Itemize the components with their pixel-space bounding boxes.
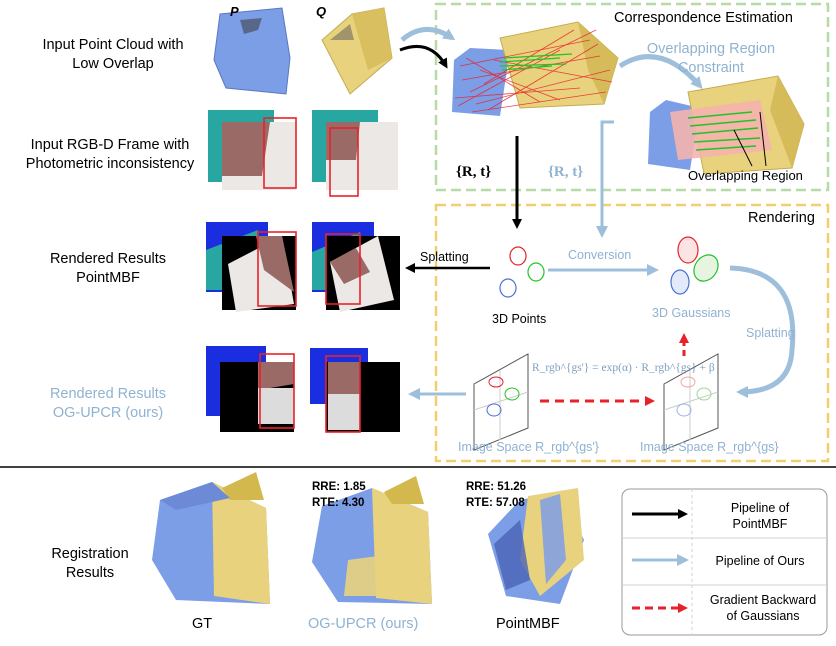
- pose-label-blue: {R, t}: [548, 164, 584, 180]
- correspondence-scene: [452, 21, 619, 116]
- label-input-rgbd: Input RGB-D Frame with Photometric incon…: [10, 136, 210, 174]
- image-space-left-label: Image Space R_rgb^{gs'}: [458, 440, 599, 454]
- label-line: PointMBF: [76, 270, 140, 286]
- ours-rte: RTE: 4.30: [312, 497, 365, 509]
- label-line: Results: [65, 565, 115, 581]
- rgbd-frame-q: [312, 110, 398, 197]
- rendered-pointmbf-q: [312, 222, 400, 312]
- label-line: Rendered Results: [49, 386, 167, 402]
- mbf-rre: RRE: 51.26: [466, 481, 527, 493]
- result-ours-cloud: [312, 476, 432, 604]
- label-line: Photometric inconsistency: [25, 156, 195, 172]
- legend-black-label: Pipeline of PointMBF: [700, 500, 820, 532]
- label-line: Constraint: [677, 60, 745, 76]
- label-line: Input RGB-D Frame with: [30, 137, 190, 153]
- point-cloud-q: [321, 7, 393, 95]
- label-rendered-pointmbf: Rendered Results PointMBF: [18, 250, 198, 288]
- result-ours-label: OG-UPCR (ours): [308, 616, 419, 632]
- result-pointmbf-label: PointMBF: [496, 616, 560, 632]
- ours-rre: RRE: 1.85: [312, 481, 366, 493]
- label-line: Gradient Backward: [709, 593, 817, 607]
- rendering-box: [434, 203, 830, 463]
- overlap-constraint-label: Overlapping Region Constraint: [636, 40, 786, 78]
- result-gt-cloud: [152, 472, 270, 604]
- point-cloud-p: [213, 7, 291, 95]
- image-space-right: [663, 353, 719, 451]
- result-gt-label: GT: [192, 616, 213, 632]
- gaussians-3d-icon: [670, 236, 719, 295]
- label-line: of Gaussians: [726, 609, 800, 623]
- label-line: Overlapping Region: [646, 41, 776, 57]
- correspondence-title: Correspondence Estimation: [614, 10, 793, 26]
- formula-label: R_rgb^{gs'} = exp(α) · R_rgb^{gs} + β: [532, 362, 715, 374]
- legend-red-label: Gradient Backward of Gaussians: [700, 592, 826, 624]
- label-line: Rendered Results: [49, 251, 167, 267]
- arrow-blue-overlap: [618, 54, 703, 90]
- pose-label-black: {R, t}: [456, 164, 492, 180]
- rendered-pointmbf-p: [206, 222, 297, 312]
- rendering-title: Rendering: [748, 210, 815, 226]
- image-space-left: [473, 353, 529, 451]
- label-registration-results: Registration Results: [20, 545, 160, 583]
- arrow-blue-down: [596, 120, 614, 238]
- rgbd-frame-p: [208, 110, 297, 190]
- cloud-p-label: P: [230, 4, 239, 19]
- correspondence-box: [434, 2, 830, 192]
- overlapping-region-label: Overlapping Region: [688, 168, 803, 183]
- legend-box: [621, 488, 828, 636]
- points-3d-label: 3D Points: [492, 312, 547, 326]
- arrow-splatting-right: [729, 265, 796, 398]
- label-rendered-ours: Rendered Results OG-UPCR (ours): [18, 385, 198, 423]
- label-line: Pipeline of: [730, 501, 790, 515]
- label-line: Registration: [51, 546, 129, 562]
- splatting-right-label: Splatting: [746, 326, 795, 340]
- label-line: OG-UPCR (ours): [52, 405, 164, 421]
- label-line: Low Overlap: [72, 56, 154, 72]
- rendered-ours-q: [310, 348, 400, 433]
- label-input-point-cloud: Input Point Cloud with Low Overlap: [18, 36, 208, 74]
- conversion-label: Conversion: [568, 248, 632, 262]
- legend-blue-label: Pipeline of Ours: [715, 554, 805, 568]
- label-line: Input Point Cloud with: [42, 37, 184, 53]
- arrow-black-to-correspondence: [399, 45, 448, 69]
- result-pointmbf-cloud: [488, 488, 584, 604]
- label-line: PointMBF: [732, 517, 788, 531]
- cloud-q-label: Q: [316, 4, 327, 19]
- arrow-blue-to-correspondence: [400, 27, 456, 42]
- gaussians-3d-label: 3D Gaussians: [652, 306, 731, 320]
- image-space-right-label: Image Space R_rgb^{gs}: [640, 440, 779, 454]
- splatting-left-label: Splatting: [420, 250, 469, 264]
- rendered-ours-p: [206, 346, 295, 432]
- points-3d-icon: [499, 246, 545, 298]
- overlap-scene: [648, 75, 805, 175]
- mbf-rte: RTE: 57.08: [466, 497, 525, 509]
